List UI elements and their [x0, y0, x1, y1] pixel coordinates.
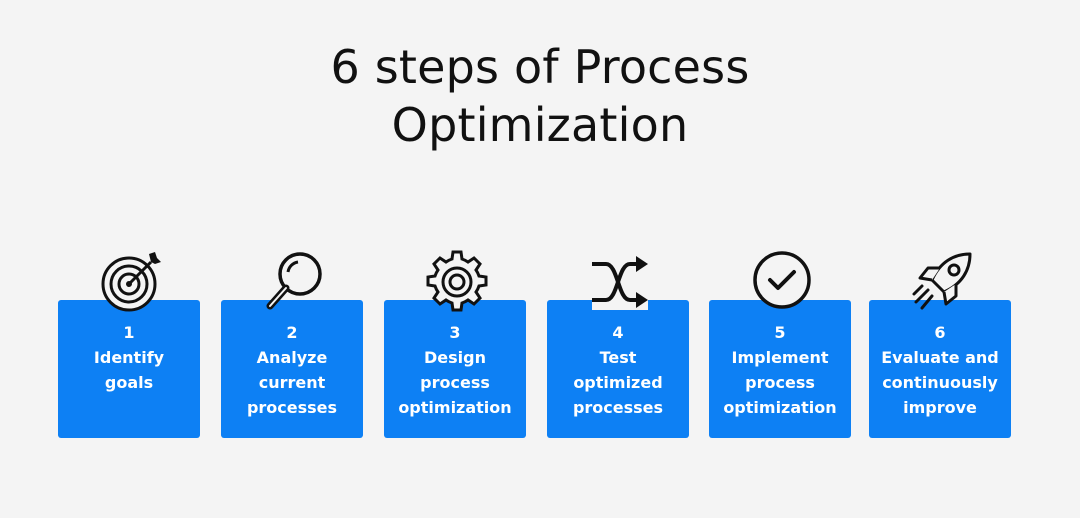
step-label: 3 Design process optimization: [384, 320, 526, 420]
step-card: [384, 300, 526, 438]
step-label-line: Design: [424, 348, 486, 367]
gear-icon: [425, 250, 489, 314]
step-label: 6 Evaluate and continuously improve: [869, 320, 1011, 420]
step-number: 2: [286, 323, 298, 342]
step-label-line: goals: [104, 373, 154, 392]
step-card: [58, 300, 200, 438]
step-label-line: processes: [572, 398, 664, 417]
step-card: [221, 300, 363, 438]
diagram-title: 6 steps of Process Optimization: [0, 38, 1080, 154]
step-2: 2 Analyze current processes: [221, 250, 363, 438]
step-5: 5 Implement process optimization: [709, 250, 851, 438]
step-number: 6: [934, 323, 946, 342]
step-number: 4: [612, 323, 624, 342]
step-label-line: processes: [246, 398, 338, 417]
step-3: 3 Design process optimization: [384, 250, 526, 438]
title-line-2: Optimization: [391, 98, 689, 152]
step-label-line: process: [420, 373, 490, 392]
step-label-line: optimization: [398, 398, 512, 417]
step-number: 1: [123, 323, 135, 342]
target-icon: [99, 250, 163, 314]
step-card: [869, 300, 1011, 438]
step-label-line: optimized: [573, 373, 663, 392]
step-label: 4 Test optimized processes: [547, 320, 689, 420]
rocket-icon: [910, 250, 974, 314]
shuffle-arrows-icon: [588, 250, 652, 314]
step-label-line: improve: [903, 398, 977, 417]
step-6: 6 Evaluate and continuously improve: [869, 250, 1011, 438]
step-1: 1 Identify goals: [58, 250, 200, 438]
step-label-line: process: [745, 373, 815, 392]
step-card: [547, 300, 689, 438]
step-label-line: Analyze: [256, 348, 328, 367]
step-4: 4 Test optimized processes: [547, 250, 689, 438]
step-label-line: Implement: [731, 348, 829, 367]
magnifier-icon: [262, 250, 326, 314]
step-number: 3: [449, 323, 461, 342]
step-label: 2 Analyze current processes: [221, 320, 363, 420]
title-line-1: 6 steps of Process: [330, 40, 750, 94]
step-label-line: Evaluate and: [881, 348, 999, 367]
step-label: 1 Identify goals: [58, 320, 200, 395]
step-label-line: Test: [599, 348, 637, 367]
step-label-line: optimization: [723, 398, 837, 417]
checkmark-circle-icon: [750, 250, 814, 314]
step-label-line: Identify: [93, 348, 165, 367]
step-label-line: continuously: [882, 373, 998, 392]
step-label: 5 Implement process optimization: [709, 320, 851, 420]
step-label-line: current: [258, 373, 326, 392]
step-number: 5: [774, 323, 786, 342]
step-card: [709, 300, 851, 438]
